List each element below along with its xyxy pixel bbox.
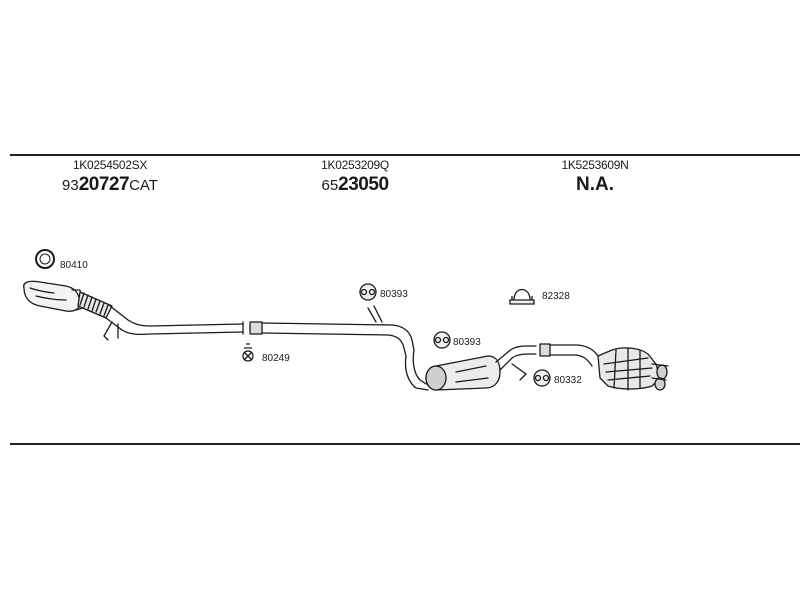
part-header-center-silencer: 1K0253209Q 6523050 — [295, 158, 415, 197]
u-clamp-icon — [509, 288, 535, 305]
fitting-label: 80249 — [262, 353, 290, 364]
bolt-spring-icon — [242, 343, 254, 362]
bottom-divider-line — [10, 443, 800, 445]
oe-number: 1K0253209Q — [321, 158, 389, 172]
fitting-label: 82328 — [542, 291, 570, 302]
fitting-label: 80393 — [380, 289, 408, 300]
top-divider-line — [10, 154, 800, 156]
catalytic-converter-icon — [23, 280, 84, 312]
part-header-rear-silencer: 1K5253609N N.A. — [535, 158, 655, 197]
part-header-front-pipe: 1K0254502SX 9320727CAT — [50, 158, 170, 197]
oe-number: 1K5253609N — [561, 158, 629, 172]
part-code: 9320727CAT — [62, 174, 158, 195]
rear-connecting-pipe-icon — [495, 343, 599, 381]
gasket-ring-icon — [35, 249, 55, 269]
rubber-hanger-icon — [433, 331, 451, 349]
middle-pipe-icon — [249, 305, 415, 357]
rubber-hanger-icon — [533, 369, 551, 387]
front-pipe-icon — [103, 305, 244, 341]
part-code: 6523050 — [321, 174, 389, 195]
part-code: N.A. — [576, 174, 614, 195]
center-silencer-icon — [404, 349, 501, 391]
rubber-hanger-icon — [359, 283, 377, 301]
fitting-label: 80332 — [554, 375, 582, 386]
flex-pipe-icon — [77, 291, 113, 319]
rear-silencer-icon — [597, 347, 669, 391]
fitting-label: 80410 — [60, 260, 88, 271]
oe-number: 1K0254502SX — [72, 158, 148, 172]
fitting-label: 80393 — [453, 337, 481, 348]
